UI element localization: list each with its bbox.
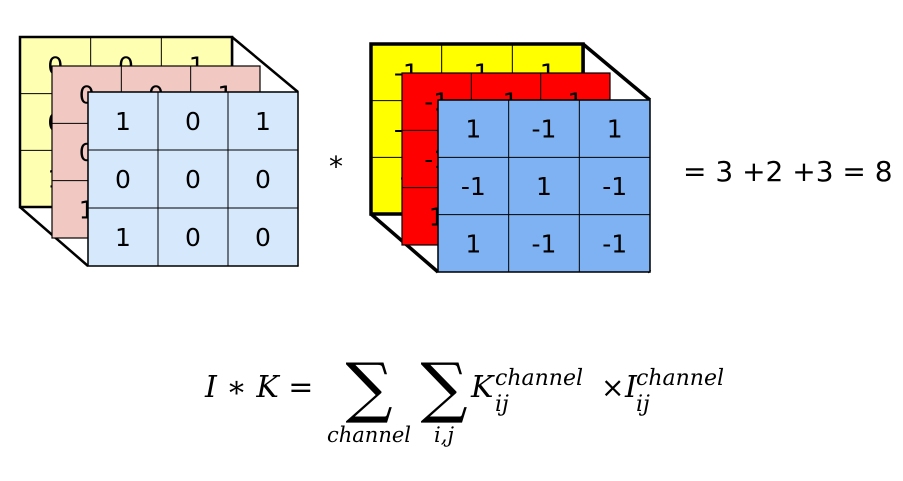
input-cell-value: 1 [255, 107, 271, 136]
kernel-layer-3-background [437, 99, 651, 273]
input-cell-value: 0 [115, 165, 131, 194]
input-cell-value: 1 [115, 107, 131, 136]
convolution-formula: I ∗ K = ∑ channel ∑ i,j K channel ij × I… [204, 349, 724, 447]
input-term-subscript: ij [636, 392, 650, 417]
kernel-front-outline [437, 99, 651, 273]
input-layer-3-background [87, 91, 299, 267]
kernel-cell-value: 1 [465, 229, 481, 258]
input-cell-value: 0 [185, 223, 201, 252]
kernel-cell-value: -1 [532, 115, 557, 144]
input-cell-value: 0 [255, 165, 271, 194]
input-cell-value: 0 [255, 223, 271, 252]
sum-symbol-channel: ∑ [345, 349, 392, 426]
input-volume: 001000100001000100101000100 [18, 35, 299, 267]
formula-lhs: I ∗ K = [204, 370, 313, 405]
convolution-operator: * [329, 150, 343, 183]
times-sign: × [601, 371, 624, 404]
kernel-term-subscript: ij [495, 392, 509, 417]
kernel-cell-value: 1 [465, 115, 481, 144]
kernel-term-superscript: channel [495, 366, 583, 391]
kernel-edge-top-right [581, 42, 652, 102]
kernel-cell-value: 1 [607, 115, 623, 144]
kernel-volume: -1-11-11-11-1-1-1-11-11-11-1-11-11-11-11… [369, 42, 652, 274]
kernel-layer-3: 1 -1 1 -1 1 -1 1 -1 -1 [437, 99, 651, 273]
kernel-cell-value: -1 [602, 229, 627, 258]
kernel-cell-value: 1 [536, 172, 552, 201]
sum-symbol-ij: ∑ [420, 349, 467, 426]
input-cell-value: 0 [185, 165, 201, 194]
input-term-superscript: channel [636, 366, 724, 391]
input-layer-3: 1 0 1 0 0 0 1 0 0 [87, 91, 299, 267]
input-cell-value: 0 [185, 107, 201, 136]
kernel-cell-value: -1 [532, 229, 557, 258]
input-edge-top-right [231, 36, 299, 93]
sum-subscript-ij: i,j [434, 423, 454, 447]
input-front-outline [87, 91, 299, 267]
kernel-cell-value: -1 [602, 172, 627, 201]
sum-subscript-channel: channel [327, 423, 411, 447]
kernel-cell-value: -1 [461, 172, 486, 201]
input-term: I [624, 370, 638, 405]
input-cell-value: 1 [115, 223, 131, 252]
kernel-term: K [470, 370, 495, 405]
result-equation: = 3 +2 +3 = 8 [683, 155, 893, 188]
